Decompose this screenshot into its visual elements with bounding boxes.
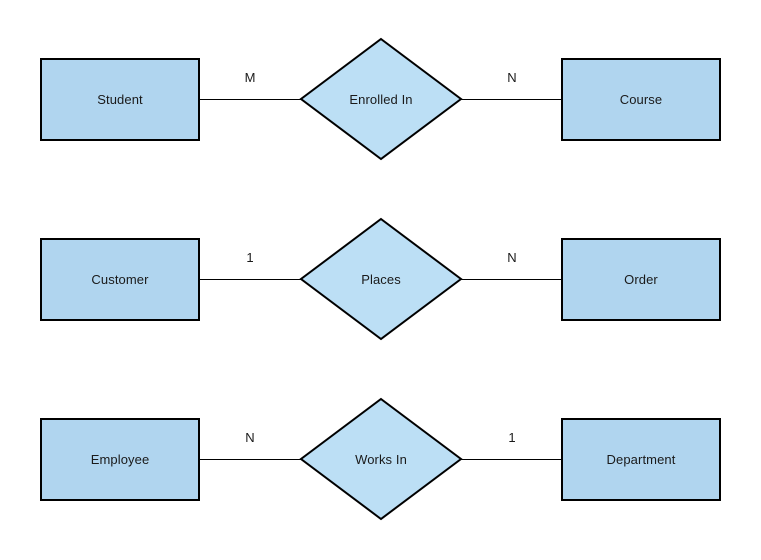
connector-line-right	[461, 459, 561, 460]
connector-line-left	[200, 99, 301, 100]
entity-label: Department	[606, 452, 676, 467]
entity-label: Course	[619, 92, 663, 107]
entity-node-employee[interactable]: Employee	[40, 418, 200, 501]
cardinality-label-right: N	[507, 70, 517, 85]
cardinality-label-right: 1	[508, 430, 516, 445]
cardinality-label-right: N	[507, 250, 517, 265]
diamond-shape-icon	[299, 397, 463, 521]
connector-line-right	[461, 99, 561, 100]
connector-line-right	[461, 279, 561, 280]
entity-label: Employee	[90, 452, 150, 467]
er-relationship-row: Student M Enrolled In N Course	[0, 0, 761, 180]
cardinality-label-left: 1	[246, 250, 254, 265]
cardinality-label-left: N	[245, 430, 255, 445]
relationship-node-enrolled-in[interactable]: Enrolled In	[299, 37, 463, 161]
entity-node-department[interactable]: Department	[561, 418, 721, 501]
cardinality-label-left: M	[244, 70, 256, 85]
entity-node-customer[interactable]: Customer	[40, 238, 200, 321]
entity-label: Order	[624, 272, 658, 287]
entity-label: Student	[97, 92, 143, 107]
entity-node-course[interactable]: Course	[561, 58, 721, 141]
entity-node-student[interactable]: Student	[40, 58, 200, 141]
entity-node-order[interactable]: Order	[561, 238, 721, 321]
relationship-node-works-in[interactable]: Works In	[299, 397, 463, 521]
relationship-node-places[interactable]: Places	[299, 217, 463, 341]
er-relationship-row: Employee N Works In 1 Department	[0, 360, 761, 540]
diamond-shape-icon	[299, 217, 463, 341]
entity-label: Customer	[91, 272, 149, 287]
connector-line-left	[200, 459, 301, 460]
er-relationship-row: Customer 1 Places N Order	[0, 180, 761, 360]
diamond-shape-icon	[299, 37, 463, 161]
connector-line-left	[200, 279, 301, 280]
